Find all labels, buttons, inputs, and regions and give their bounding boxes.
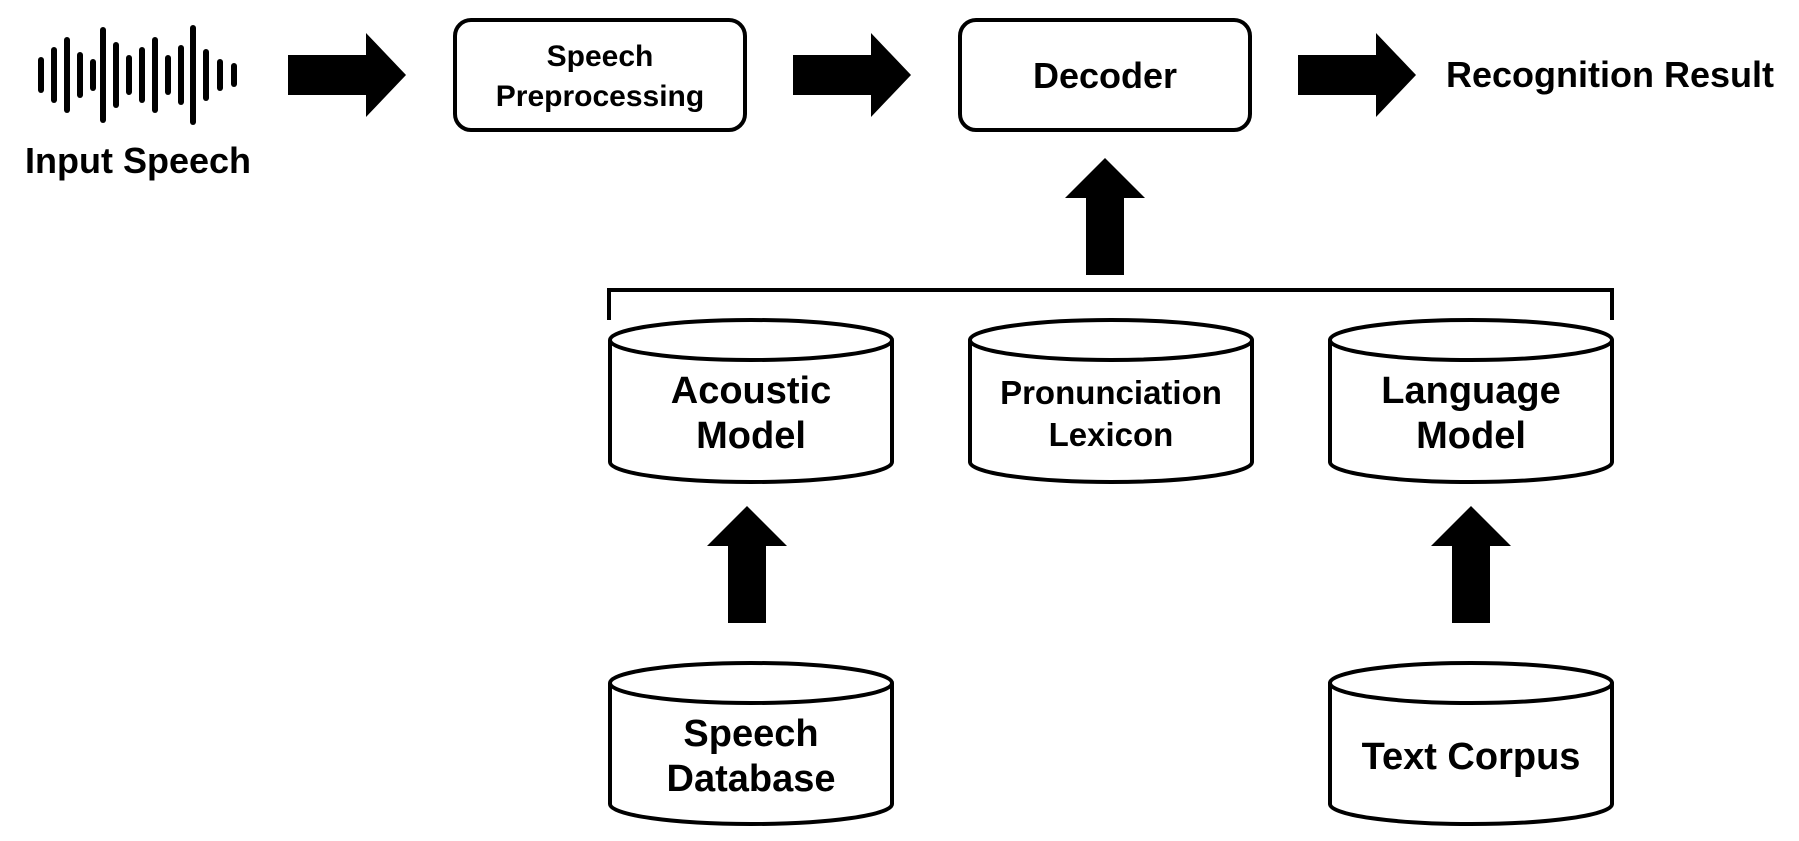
speech-database-label-line2: Database xyxy=(667,758,836,800)
pronunciation-lexicon-cylinder: Pronunciation Lexicon xyxy=(968,318,1254,484)
preprocessing-box xyxy=(453,18,747,132)
arrow-up-icon xyxy=(707,506,787,623)
acoustic-model-label-line1: Acoustic xyxy=(671,370,831,412)
acoustic-model-cylinder: Acoustic Model xyxy=(608,318,894,484)
preprocessing-label-line2: Preprocessing xyxy=(496,80,704,113)
language-model-label-line1: Language xyxy=(1381,370,1560,412)
arrow-right-icon xyxy=(1298,33,1416,117)
pronunciation-lexicon-label-line1: Pronunciation xyxy=(1000,374,1222,411)
language-model-label-line2: Model xyxy=(1416,415,1526,457)
arrow-up-icon xyxy=(1065,158,1145,275)
preprocessing-label-line1: Speech xyxy=(547,40,654,73)
models-bracket xyxy=(607,288,1614,320)
decoder-box xyxy=(958,18,1252,132)
speech-database-label-line1: Speech xyxy=(683,713,818,755)
waveform-icon xyxy=(38,25,237,125)
text-corpus-cylinder: Text Corpus xyxy=(1328,661,1614,826)
acoustic-model-label-line2: Model xyxy=(696,415,806,457)
arrow-right-icon xyxy=(793,33,911,117)
speech-database-cylinder: Speech Database xyxy=(608,661,894,826)
arrow-right-icon xyxy=(288,33,406,117)
text-corpus-label: Text Corpus xyxy=(1362,736,1581,778)
decoder-label: Decoder xyxy=(1033,55,1177,96)
language-model-cylinder: Language Model xyxy=(1328,318,1614,484)
input-speech-label: Input Speech xyxy=(25,140,251,181)
arrow-up-icon xyxy=(1431,506,1511,623)
pronunciation-lexicon-label-line2: Lexicon xyxy=(1049,416,1174,453)
recognition-result-label: Recognition Result xyxy=(1446,54,1774,95)
